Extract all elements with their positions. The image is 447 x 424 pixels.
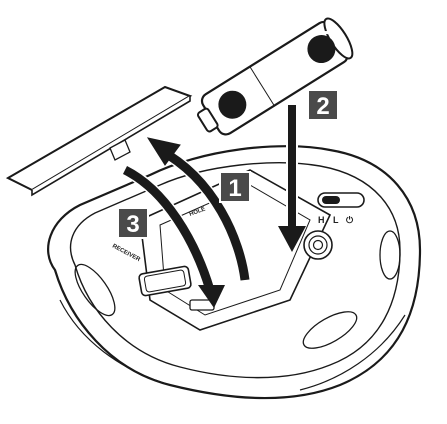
battery-minus-symbol: −: [315, 17, 331, 48]
sensor-spring: [303, 230, 333, 260]
arrow-icon: [146, 137, 181, 166]
battery-cover: [5, 85, 193, 197]
switch-l-label: L: [333, 215, 339, 225]
plus-icon: [218, 90, 247, 119]
hole-label: HOLE: [189, 207, 207, 218]
foot-pad: [302, 311, 358, 349]
step-1-arrow: [146, 137, 251, 281]
step-3-arrow: [122, 164, 225, 308]
arrow-icon: [278, 226, 306, 252]
step-3-badge: 3: [117, 207, 149, 239]
arrow-icon: [198, 285, 225, 308]
step-1-number: 1: [228, 175, 241, 202]
step-3-number: 3: [126, 211, 139, 238]
step-2-badge: 2: [307, 89, 339, 121]
step-2-arrow: [278, 105, 306, 252]
foot-pad: [74, 263, 116, 317]
power-icon: ⏻: [346, 215, 354, 225]
switch-h-label: H: [318, 215, 325, 225]
step-2-number: 2: [316, 93, 329, 120]
foot-pad: [379, 230, 401, 280]
battery-plus-symbol: +: [246, 83, 260, 110]
aa-battery: [196, 17, 354, 136]
step-1-badge: 1: [219, 171, 251, 203]
minus-icon: [307, 35, 336, 64]
receiver-slot: [138, 265, 192, 297]
